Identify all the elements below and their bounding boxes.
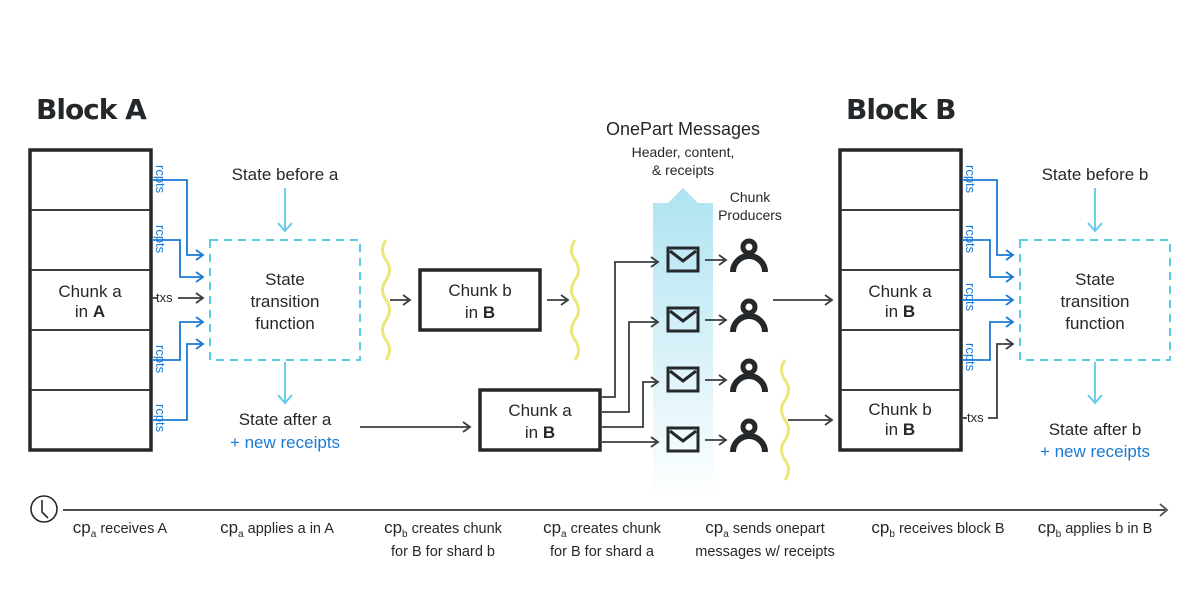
state-before-b: State before b: [1042, 165, 1149, 184]
block-a-receipt-arrows: rcpts rcpts rcpts rcpts txs: [151, 165, 205, 433]
timeline-arrowhead: [1159, 503, 1169, 517]
wave-divider: [570, 239, 580, 361]
wave-divider: [780, 359, 790, 481]
message-routing-arrows: [602, 256, 660, 448]
txs-label: txs: [967, 410, 984, 425]
rcpts-label: rcpts: [153, 225, 168, 254]
producers-label-1: Chunk: [730, 189, 771, 205]
chunk-a-line1: Chunk a: [508, 401, 572, 420]
timeline-event: cpa applies a in A: [220, 518, 334, 540]
rcpts-label: rcpts: [963, 343, 978, 372]
onepart-band: [653, 188, 713, 500]
stf-a-line1: State: [265, 270, 305, 289]
block-b-title: Block B: [846, 93, 955, 126]
new-receipts-a: + new receipts: [230, 433, 340, 452]
stf-a-line2: transition: [251, 292, 320, 311]
svg-text:cpa sends onepart: cpa sends onepart: [705, 518, 824, 540]
rcpts-label: rcpts: [963, 165, 978, 194]
rcpts-label: rcpts: [153, 345, 168, 374]
chunk-a-in-b: Chunk a in B: [478, 388, 602, 452]
stf-b-box: [1019, 239, 1171, 361]
svg-text:cpb creates chunk: cpb creates chunk: [384, 518, 503, 540]
svg-text:messages w/ receipts: messages w/ receipts: [695, 544, 834, 560]
stf-a-box: [209, 239, 361, 361]
svg-text:cpa receives A: cpa receives A: [73, 518, 168, 540]
block-b-chunk-b-line1: Chunk b: [868, 400, 931, 419]
svg-text:cpa applies a in A: cpa applies a in A: [220, 518, 334, 540]
svg-text:for B for shard b: for B for shard b: [391, 544, 495, 560]
timeline-event: cpb creates chunk for B for shard b: [384, 518, 503, 560]
envelope-icon: [666, 426, 700, 453]
chunk-producer-icon: [730, 358, 768, 393]
chunk-producer-icon: [730, 238, 768, 273]
clock-icon: [30, 495, 58, 523]
state-before-a: State before a: [232, 165, 339, 184]
envelope-icon: [666, 246, 700, 273]
svg-text:cpb applies b in B: cpb applies b in B: [1038, 518, 1153, 540]
envelope-icon: [666, 366, 700, 393]
block-a-frame: [28, 148, 153, 452]
state-transition-b: State before b State transition function…: [1019, 165, 1171, 461]
timeline-event: cpb receives block B: [871, 518, 1004, 540]
block-a-chunk-a-line2: in A: [75, 302, 105, 321]
block-a-title: Block A: [36, 93, 147, 126]
block-b-chunk-a-line2: in B: [885, 302, 915, 321]
block-b-frame: [838, 148, 963, 452]
block-b-chunk-b-line2: in B: [885, 420, 915, 439]
chunk-b-line2: in B: [465, 303, 495, 322]
state-after-b: State after b: [1049, 420, 1142, 439]
chunk-b-in-b: Chunk b in B: [418, 268, 542, 332]
chunk-producer-icon: [730, 418, 768, 453]
onepart-subtitle-2: & receipts: [652, 162, 714, 178]
state-after-a: State after a: [239, 410, 332, 429]
svg-text:cpb receives block B: cpb receives block B: [871, 518, 1004, 540]
stf-a-line3: function: [255, 314, 315, 333]
svg-text:cpa creates chunk: cpa creates chunk: [543, 518, 662, 540]
block-b-receipt-arrows: rcpts rcpts rcpts rcpts txs: [961, 165, 1015, 425]
block-a: Chunk a in A: [28, 148, 153, 452]
onepart-subtitle-1: Header, content,: [632, 144, 735, 160]
timeline-events: cpa receives A cpa applies a in A cpb crea…: [73, 518, 1153, 560]
timeline-event: cpa receives A: [73, 518, 168, 540]
stf-b-line2: transition: [1061, 292, 1130, 311]
wave-divider: [381, 239, 391, 361]
new-receipts-b: + new receipts: [1040, 442, 1150, 461]
txs-label: txs: [156, 290, 173, 305]
rcpts-label: rcpts: [963, 283, 978, 312]
producers-label-2: Producers: [718, 207, 782, 223]
block-a-chunk-a-line1: Chunk a: [58, 282, 122, 301]
envelope-icon: [666, 306, 700, 333]
onepart-title: OnePart Messages: [606, 119, 760, 139]
stf-b-line1: State: [1075, 270, 1115, 289]
rcpts-label: rcpts: [963, 225, 978, 254]
rcpts-label: rcpts: [153, 404, 168, 433]
rcpts-label: rcpts: [153, 165, 168, 194]
state-transition-a: State before a State transition function…: [209, 165, 361, 452]
block-b: Chunk a in B Chunk b in B: [838, 148, 963, 452]
block-b-chunk-a-line1: Chunk a: [868, 282, 932, 301]
chunk-producer-icon: [730, 298, 768, 333]
chunk-a-line2: in B: [525, 423, 555, 442]
timeline-event: cpa creates chunk for B for shard a: [543, 518, 662, 560]
stf-b-line3: function: [1065, 314, 1125, 333]
timeline-event: cpa sends onepart messages w/ receipts: [695, 518, 834, 560]
chunk-b-line1: Chunk b: [448, 281, 511, 300]
onepart-messages: [666, 238, 768, 453]
timeline-event: cpb applies b in B: [1038, 518, 1153, 540]
svg-text:for B for shard a: for B for shard a: [550, 544, 655, 560]
